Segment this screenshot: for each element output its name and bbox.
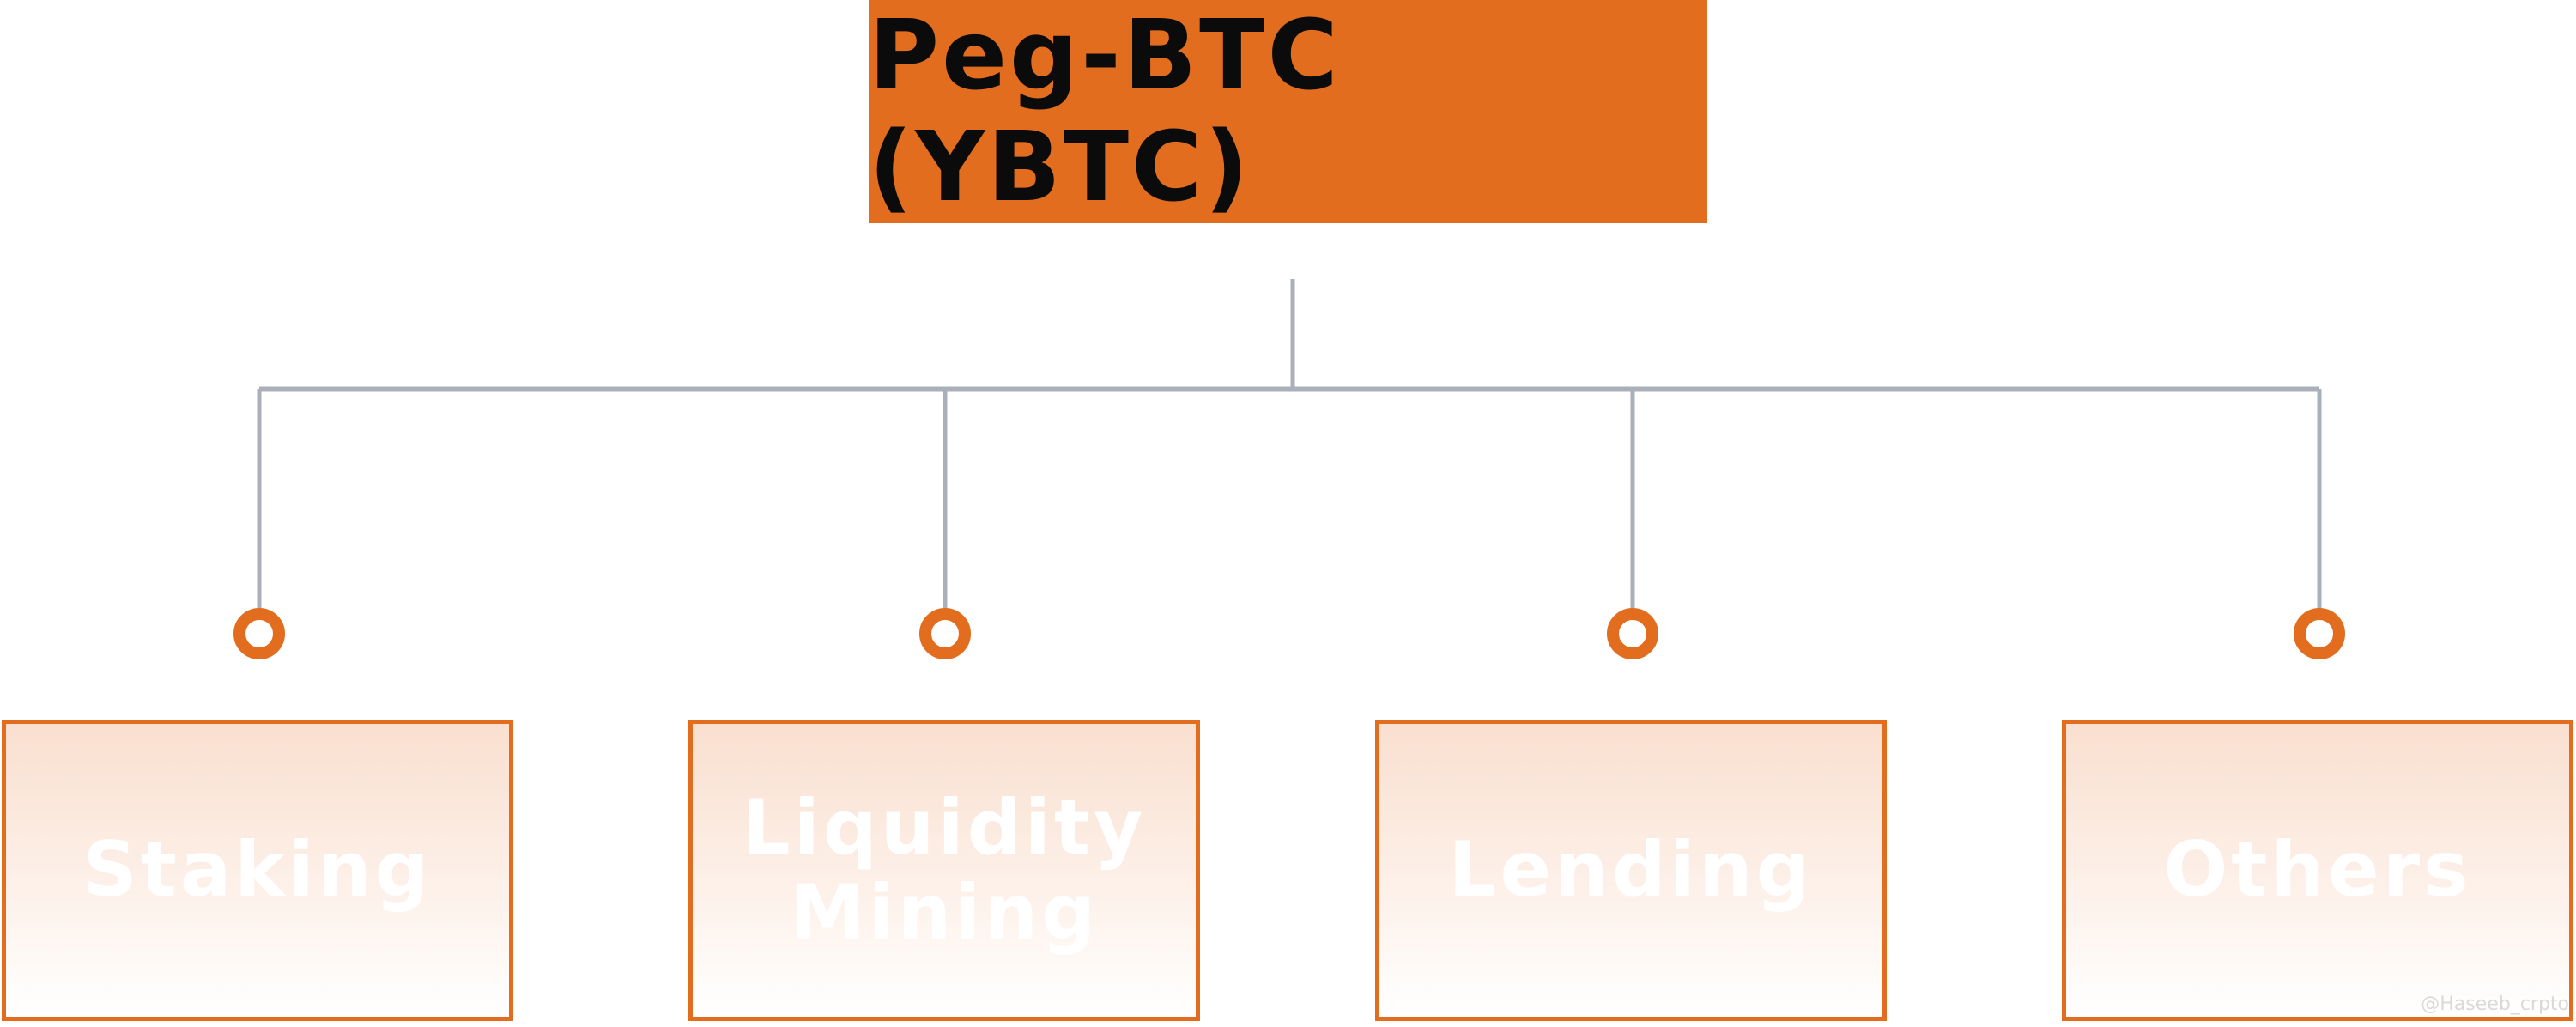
child-label-liquidity-mining: Liquidity Mining xyxy=(742,782,1147,957)
child-label-others: Others xyxy=(2163,825,2472,915)
connector-node-staking xyxy=(233,608,285,659)
child-label-lending: Lending xyxy=(1448,825,1814,915)
watermark: @Haseeb_crpto xyxy=(2421,994,2569,1015)
child-node-staking: Staking xyxy=(2,720,513,1021)
child-node-liquidity-mining: Liquidity Mining xyxy=(688,720,1200,1021)
root-title: Peg-BTC (YBTC) xyxy=(869,0,1341,223)
connector-node-lending xyxy=(1607,608,1658,659)
root-node: Peg-BTC (YBTC) xyxy=(869,0,1707,223)
connector-node-others xyxy=(2294,608,2345,659)
child-label-staking: Staking xyxy=(82,825,433,915)
child-node-lending: Lending xyxy=(1375,720,1887,1021)
connector-node-liquidity-mining xyxy=(919,608,971,659)
child-node-others: Others xyxy=(2062,720,2573,1021)
